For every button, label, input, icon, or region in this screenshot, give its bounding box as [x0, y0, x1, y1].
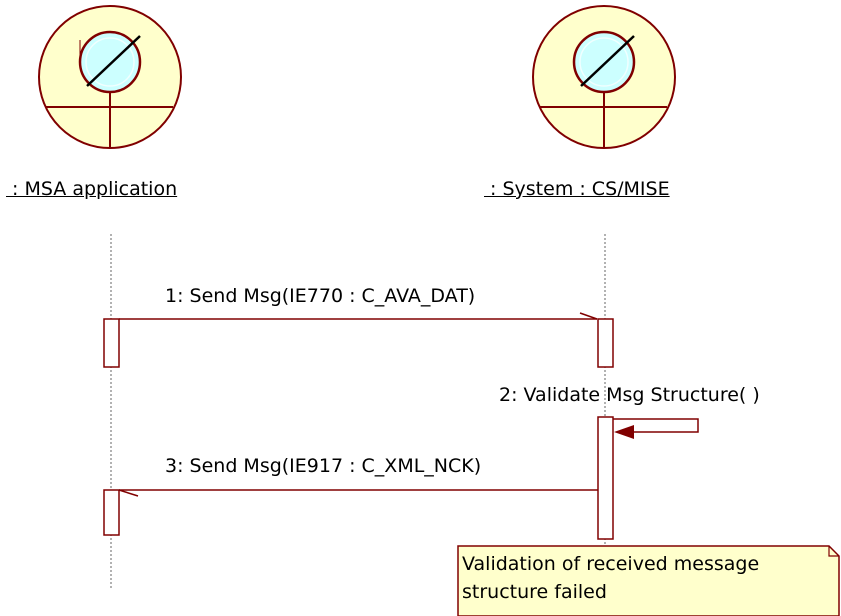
note-shape — [457, 545, 840, 616]
system-cs-mise-icon — [532, 5, 676, 149]
message-3-arrow — [118, 489, 598, 497]
message-3-label: 3: Send Msg(IE917 : C_XML_NCK) — [165, 455, 482, 477]
msa-activation-2 — [103, 489, 120, 536]
note-line-1: Validation of received message — [462, 553, 760, 575]
msa-application-label: : MSA application — [6, 178, 178, 200]
note-line-2: structure failed — [462, 581, 607, 603]
message-2-self-arrow — [613, 418, 699, 439]
system-activation-1 — [597, 318, 614, 368]
message-2-label: 2: Validate Msg Structure( ) — [499, 384, 760, 406]
message-1-arrow — [119, 312, 598, 320]
note: Validation of received message structure… — [458, 546, 839, 614]
msa-application-icon — [38, 5, 182, 149]
msa-activation-1 — [103, 318, 120, 368]
system-cs-mise-label: : System : CS/MISE — [484, 178, 670, 200]
system-activation-2 — [597, 416, 614, 540]
message-1-label: 1: Send Msg(IE770 : C_AVA_DAT) — [165, 285, 476, 307]
